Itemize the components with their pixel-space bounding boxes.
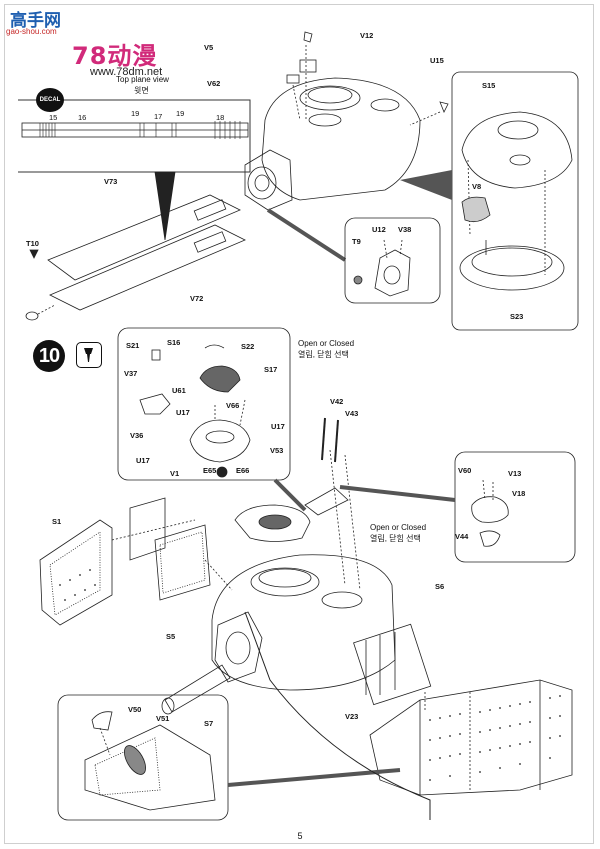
part-label: S15: [482, 81, 496, 90]
top-plane-view-caption-kr: 윗면: [134, 86, 149, 95]
part-label: V50: [128, 705, 142, 714]
decal-number: 18: [216, 113, 225, 122]
part-label: S21: [126, 341, 140, 350]
part-label: E66: [236, 466, 250, 475]
site-watermark: 高手网 gao-shou.com 78动漫 www.78dm.net: [0, 0, 170, 82]
part-label: S23: [510, 312, 524, 321]
part-label: V8: [472, 182, 482, 191]
part-label: V62: [207, 79, 221, 88]
part-label: U17: [271, 422, 285, 431]
watermark-brand: 78动漫: [72, 42, 158, 70]
part-label: U61: [172, 386, 186, 395]
inset-stowage-basket: [57, 694, 229, 821]
top-plane-view-caption: Top plane view: [116, 75, 169, 84]
part-label: V5: [204, 43, 214, 52]
glue-icon: [76, 342, 102, 368]
option-caption: Open or Closed: [370, 523, 427, 532]
part-label: S1: [52, 517, 62, 526]
part-label: V37: [124, 369, 138, 378]
watermark-site-url: gao-shou.com: [6, 27, 57, 36]
part-label: S17: [264, 365, 278, 374]
part-label: V13: [508, 469, 522, 478]
part-label: V51: [156, 714, 170, 723]
part-label: V72: [190, 294, 204, 303]
part-label: T9: [352, 237, 361, 246]
part-label: V18: [512, 489, 526, 498]
option-caption-kr: 열림, 닫힘 선택: [298, 350, 349, 359]
inset-hatch: [454, 451, 576, 563]
part-label: T10: [26, 239, 39, 248]
part-label: S6: [435, 582, 445, 591]
part-label: V60: [458, 466, 472, 475]
step-number: 10: [33, 340, 65, 372]
part-label: S22: [241, 342, 255, 351]
part-label: S5: [166, 632, 176, 641]
decal-number: 17: [154, 112, 163, 121]
part-label: V36: [130, 431, 144, 440]
decal-number: 16: [78, 113, 87, 122]
part-label: V42: [330, 397, 344, 406]
inset-mantlet: [344, 217, 441, 304]
watermark-brand-url: www.78dm.net: [90, 66, 163, 78]
page-border: [4, 4, 594, 844]
part-label: V66: [226, 401, 240, 410]
part-label: U15: [430, 56, 444, 65]
page-number: 5: [297, 831, 303, 841]
option-caption: Open or Closed: [298, 339, 355, 348]
part-label: U17: [136, 456, 150, 465]
decal-number: 15: [49, 113, 58, 122]
part-label: S16: [167, 338, 181, 347]
part-label: U17: [176, 408, 190, 417]
part-label: V38: [398, 225, 412, 234]
decal-number: 19: [176, 109, 185, 118]
part-label: E65: [203, 466, 217, 475]
part-label: V73: [104, 177, 118, 186]
decal-number: 19: [131, 109, 140, 118]
decal-badge: DECAL: [36, 88, 64, 112]
inset-turret-base: [451, 71, 579, 331]
part-label: V23: [345, 712, 359, 721]
inset-cupola: [117, 327, 291, 481]
part-label: V1: [170, 469, 180, 478]
option-caption-kr: 열림, 닫힘 선택: [370, 534, 421, 543]
part-label: V12: [360, 31, 374, 40]
part-label: U12: [372, 225, 386, 234]
part-label: V43: [345, 409, 359, 418]
part-label: S7: [204, 719, 214, 728]
watermark-site-name: 高手网: [10, 11, 61, 31]
part-label: V44: [455, 532, 469, 541]
part-label: V53: [270, 446, 284, 455]
